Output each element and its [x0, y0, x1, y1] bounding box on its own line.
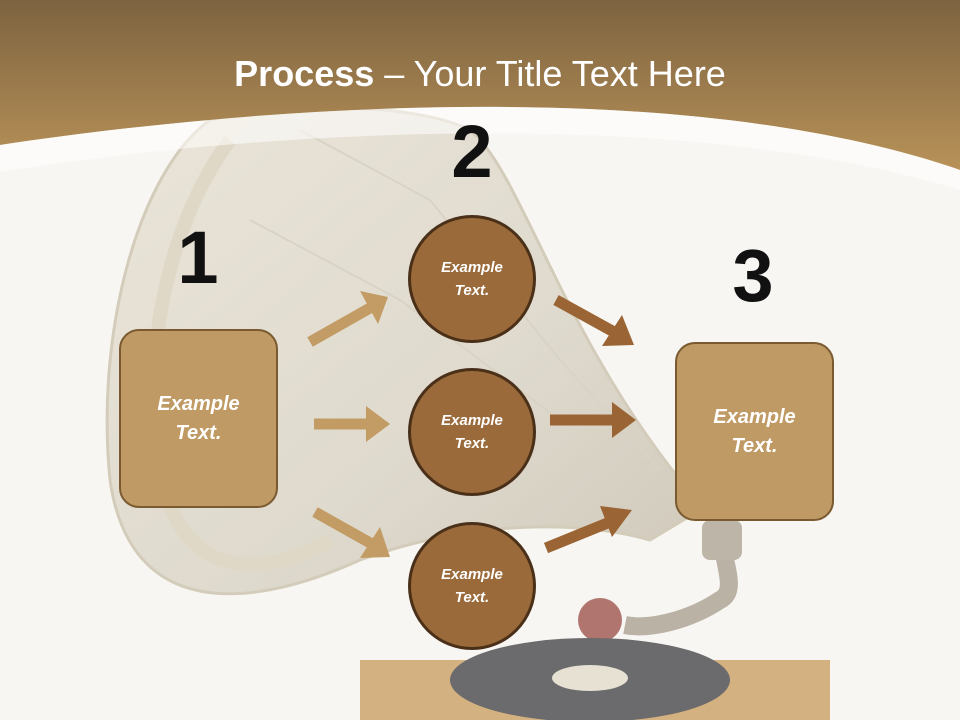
- step-3-text-line1: Example: [713, 405, 796, 428]
- step-number-3: 3: [732, 234, 774, 317]
- arrow-1-to-mid-head: [366, 406, 390, 442]
- arrow-1-to-bottom: [312, 507, 375, 549]
- title-rest: – Your Title Text Here: [374, 53, 726, 94]
- page-title: Process – Your Title Text Here: [0, 50, 960, 98]
- arrow-bottom-to-3-head: [600, 506, 632, 537]
- step-number-1: 1: [177, 216, 219, 299]
- circle-text-line1: Example: [441, 259, 503, 276]
- step-1-box: Example Text.: [119, 329, 278, 508]
- circle-text-line2: Text.: [454, 589, 490, 606]
- step-3-text-line2: Text.: [731, 434, 778, 457]
- arrow-1-to-bottom-head: [360, 527, 390, 558]
- circle-text-line2: Text.: [454, 282, 490, 299]
- step-1-text-line1: Example: [157, 392, 240, 415]
- step-2-circle-top: Example Text.: [408, 215, 536, 343]
- step-number-2: 2: [451, 110, 493, 193]
- arrow-mid-to-3-head: [612, 402, 636, 438]
- arrow-bottom-to-3: [543, 516, 613, 554]
- arrow-top-to-3-head: [602, 315, 634, 346]
- step-2-circle-middle: Example Text.: [408, 368, 536, 496]
- step-1-text-line2: Text.: [175, 421, 222, 444]
- circle-text-line1: Example: [441, 412, 503, 429]
- circle-text-line1: Example: [441, 566, 503, 583]
- banner-swoosh: [0, 106, 960, 190]
- arrow-top-to-3: [553, 295, 617, 337]
- title-banner: [0, 0, 960, 170]
- circle-text-line2: Text.: [454, 435, 490, 452]
- arrow-1-to-top: [307, 303, 373, 347]
- arrow-1-to-top-head: [360, 291, 388, 324]
- title-bold: Process: [234, 53, 375, 94]
- step-3-box: Example Text.: [675, 342, 834, 521]
- arrows: [307, 291, 636, 558]
- step-2-circle-bottom: Example Text.: [408, 522, 536, 650]
